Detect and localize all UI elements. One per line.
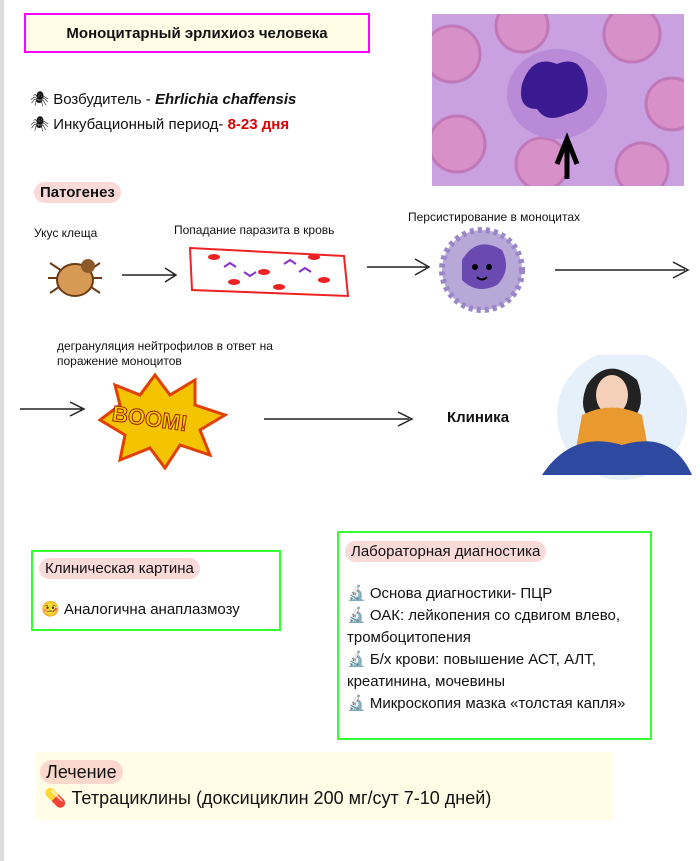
sick-face-icon: 🤒 xyxy=(41,601,60,618)
treatment-heading: Лечение xyxy=(40,760,123,784)
page-edge xyxy=(0,0,4,861)
microscope-icon: 🔬 xyxy=(347,585,366,602)
microscope-icon: 🔬 xyxy=(347,695,366,712)
tick-icon xyxy=(48,259,102,297)
step-neutrophil-degranulation: дегрануляция нейтрофилов в ответ на пора… xyxy=(57,339,273,368)
step-tick-bite: Укус клеща xyxy=(34,226,98,240)
pathogen-fact: 🕷 Возбудитель - Ehrlichia chaffensis xyxy=(30,91,297,108)
blood-vessel-illustration xyxy=(188,246,350,298)
step-clinic: Клиника xyxy=(447,409,510,426)
arrow-icon xyxy=(20,401,86,417)
clinical-heading: Клиническая картина xyxy=(39,558,200,579)
boom-illustration: BOOM! xyxy=(90,370,230,470)
clinical-picture-card: Клиническая картина 🤒 Аналогична анаплаз… xyxy=(31,550,281,631)
incubation-fact: 🕷 Инкубационный период- 8-23 дня xyxy=(30,116,290,133)
step-blood-entry: Попадание паразита в кровь xyxy=(174,223,335,237)
lab-item: 🔬 ОАК: лейкопения со сдвигом влево, тром… xyxy=(347,607,621,646)
lab-heading: Лабораторная диагностика xyxy=(345,541,642,563)
arrow-icon xyxy=(122,267,178,283)
monocyte-illustration xyxy=(439,227,525,313)
step-monocyte-persistence: Персистирование в моноцитах xyxy=(408,210,581,224)
arrow-icon xyxy=(555,261,690,279)
treatment-card: Лечение 💊 Тетрациклины (доксициклин 200 … xyxy=(36,752,613,820)
clinical-text: 🤒 Аналогична анаплазмозу xyxy=(41,601,240,618)
lab-diagnostics-card: Лабораторная диагностика 🔬 Основа диагно… xyxy=(337,531,652,740)
sick-woman-illustration xyxy=(542,355,692,480)
lab-item: 🔬 Микроскопия мазка «толстая капля» xyxy=(347,695,626,712)
microscope-icon: 🔬 xyxy=(347,607,366,624)
treatment-text: 💊 Тетрациклины (доксициклин 200 мг/сут 7… xyxy=(44,788,492,808)
lab-item: 🔬 Б/х крови: повышение АСТ, АЛТ, креатин… xyxy=(347,651,596,690)
spider-icon: 🕷 xyxy=(30,116,50,133)
spider-icon: 🕷 xyxy=(30,91,50,108)
page-title: Моноцитарный эрлихиоз человека xyxy=(24,13,370,53)
blood-smear-micrograph xyxy=(432,14,684,186)
arrow-icon xyxy=(367,258,431,276)
microscope-icon: 🔬 xyxy=(347,651,366,668)
pill-icon: 💊 xyxy=(44,788,67,808)
lab-item: 🔬 Основа диагностики- ПЦР xyxy=(347,585,553,602)
arrow-icon xyxy=(264,411,414,427)
pathogenesis-heading: Патогенез xyxy=(34,182,121,203)
